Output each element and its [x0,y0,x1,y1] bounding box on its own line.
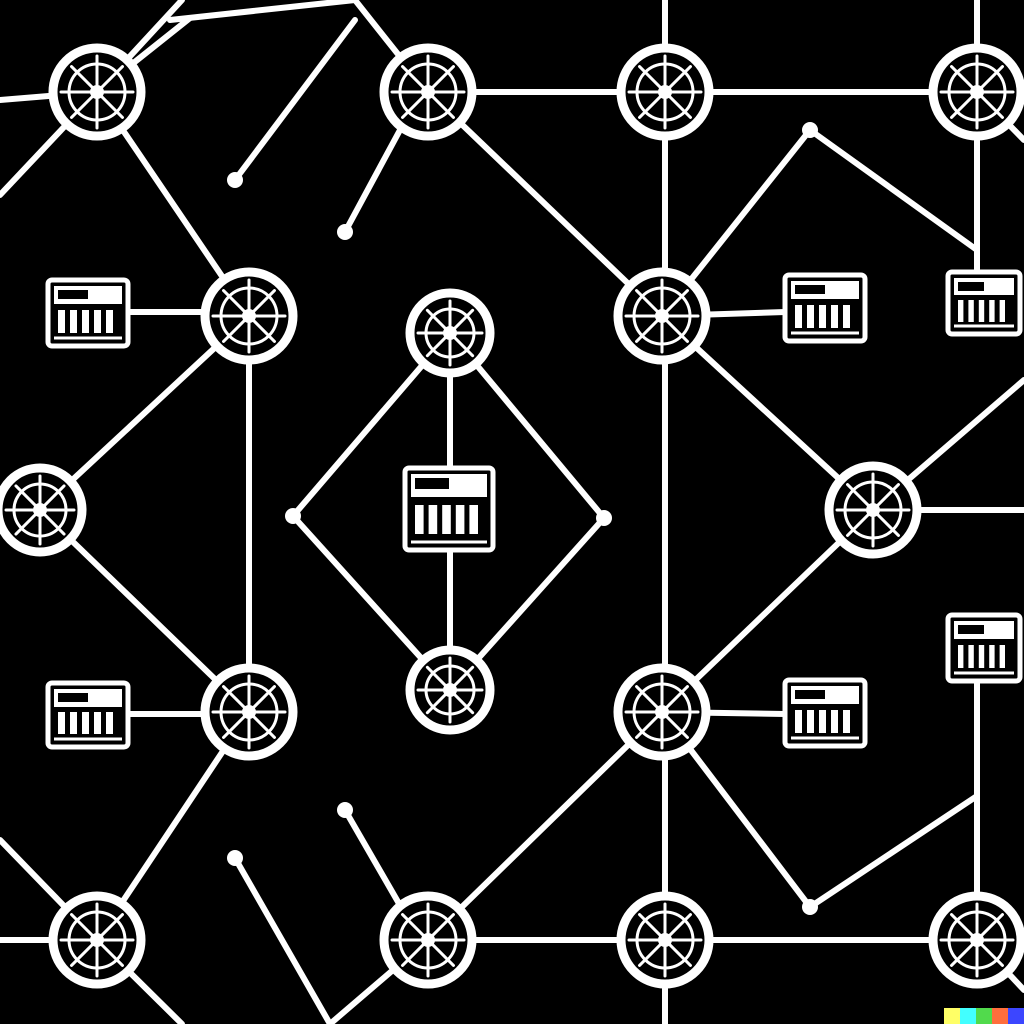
server-panel-icon [45,277,131,349]
endpoint-dot [227,172,243,188]
hub-node-icon [616,43,714,141]
endpoint-dot [285,508,301,524]
network-link [425,89,665,319]
hub-node-icon [379,43,477,141]
endpoint-dot [337,802,353,818]
hub-node-icon [405,288,495,378]
endpoint-dot [227,850,243,866]
rack-icon [945,269,1023,337]
hub-node-icon [200,663,298,761]
watermark-swatch [944,1008,960,1024]
watermark-swatch [960,1008,976,1024]
network-link [342,127,403,235]
hub-node-icon [379,891,477,989]
color-watermark [944,1008,1024,1024]
hub-node-icon [405,645,495,735]
endpoint-group [227,122,818,915]
network-link [425,709,665,943]
hub-node-icon [0,463,87,557]
hub-node-icon [48,891,146,989]
network-link [232,17,358,183]
rack-icon [945,612,1023,684]
storage-icon [782,677,868,749]
hub-node-icon [613,267,711,365]
switch-icon [782,272,868,344]
hub-node-icon [928,43,1024,141]
hub-group [0,43,1024,989]
endpoint-dot [802,899,818,915]
network-link [659,507,876,715]
watermark-swatch [1008,1008,1024,1024]
watermark-swatch [976,1008,992,1024]
watermark-swatch [992,1008,1008,1024]
router-icon [402,465,496,553]
network-link [807,793,980,910]
hub-node-icon [200,267,298,365]
endpoint-dot [596,510,612,526]
hub-node-icon [824,461,922,559]
server-panel-icon [45,680,131,750]
endpoint-dot [802,122,818,138]
endpoint-dot [337,224,353,240]
hub-node-icon [928,891,1024,989]
network-link [807,127,980,253]
hub-node-icon [616,891,714,989]
hub-node-icon [613,663,711,761]
network-link [167,0,358,23]
network-link [232,855,333,1024]
device-group [45,269,1023,750]
hub-node-icon [48,43,146,141]
